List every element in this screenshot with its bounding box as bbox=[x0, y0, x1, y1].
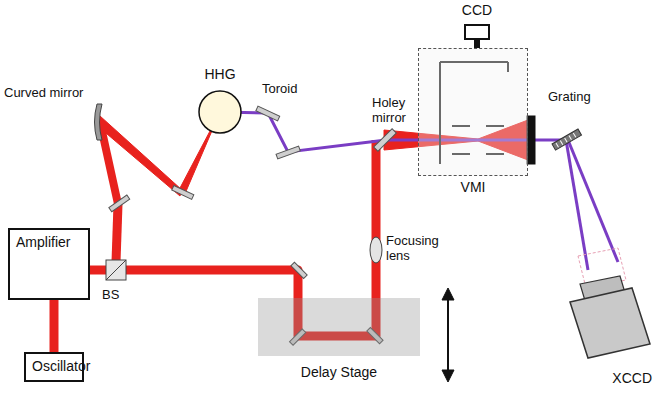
part-label: Grating bbox=[548, 90, 618, 105]
delay-arrow bbox=[442, 288, 454, 382]
part-label: Curved mirror bbox=[4, 86, 96, 101]
amplifier-box: Amplifier bbox=[8, 228, 90, 300]
connector bbox=[477, 40, 478, 48]
xuv-camera: XCCD bbox=[556, 240, 656, 386]
node-label: HHG bbox=[193, 66, 247, 82]
camera-body bbox=[464, 24, 490, 40]
hhg-outline bbox=[199, 91, 241, 133]
hhg-chamber: HHG bbox=[193, 66, 247, 136]
connector-line bbox=[50, 300, 59, 352]
node-label: XCCD bbox=[612, 370, 652, 386]
node-label: Delay Stage bbox=[258, 364, 420, 380]
part-label: BS bbox=[102, 288, 132, 303]
connector-line bbox=[474, 40, 480, 48]
node-label: Amplifier bbox=[16, 234, 82, 250]
node-label: VMI bbox=[419, 179, 527, 195]
camera-body bbox=[570, 288, 650, 358]
part-label: Focusing lens bbox=[386, 234, 450, 264]
node-label: CCD bbox=[452, 2, 502, 18]
vmi-spectrometer: VMI bbox=[418, 48, 528, 176]
ccd-camera: CCD bbox=[452, 2, 502, 40]
delay-stage: Delay Stage bbox=[258, 298, 420, 356]
part-label: Holey mirror bbox=[372, 96, 418, 126]
connector bbox=[54, 300, 55, 352]
oscillator-box: Oscillator bbox=[24, 352, 84, 382]
node-label: Oscillator bbox=[32, 358, 76, 374]
part-label: Toroid bbox=[262, 82, 322, 97]
xccd-drawing bbox=[556, 240, 656, 386]
